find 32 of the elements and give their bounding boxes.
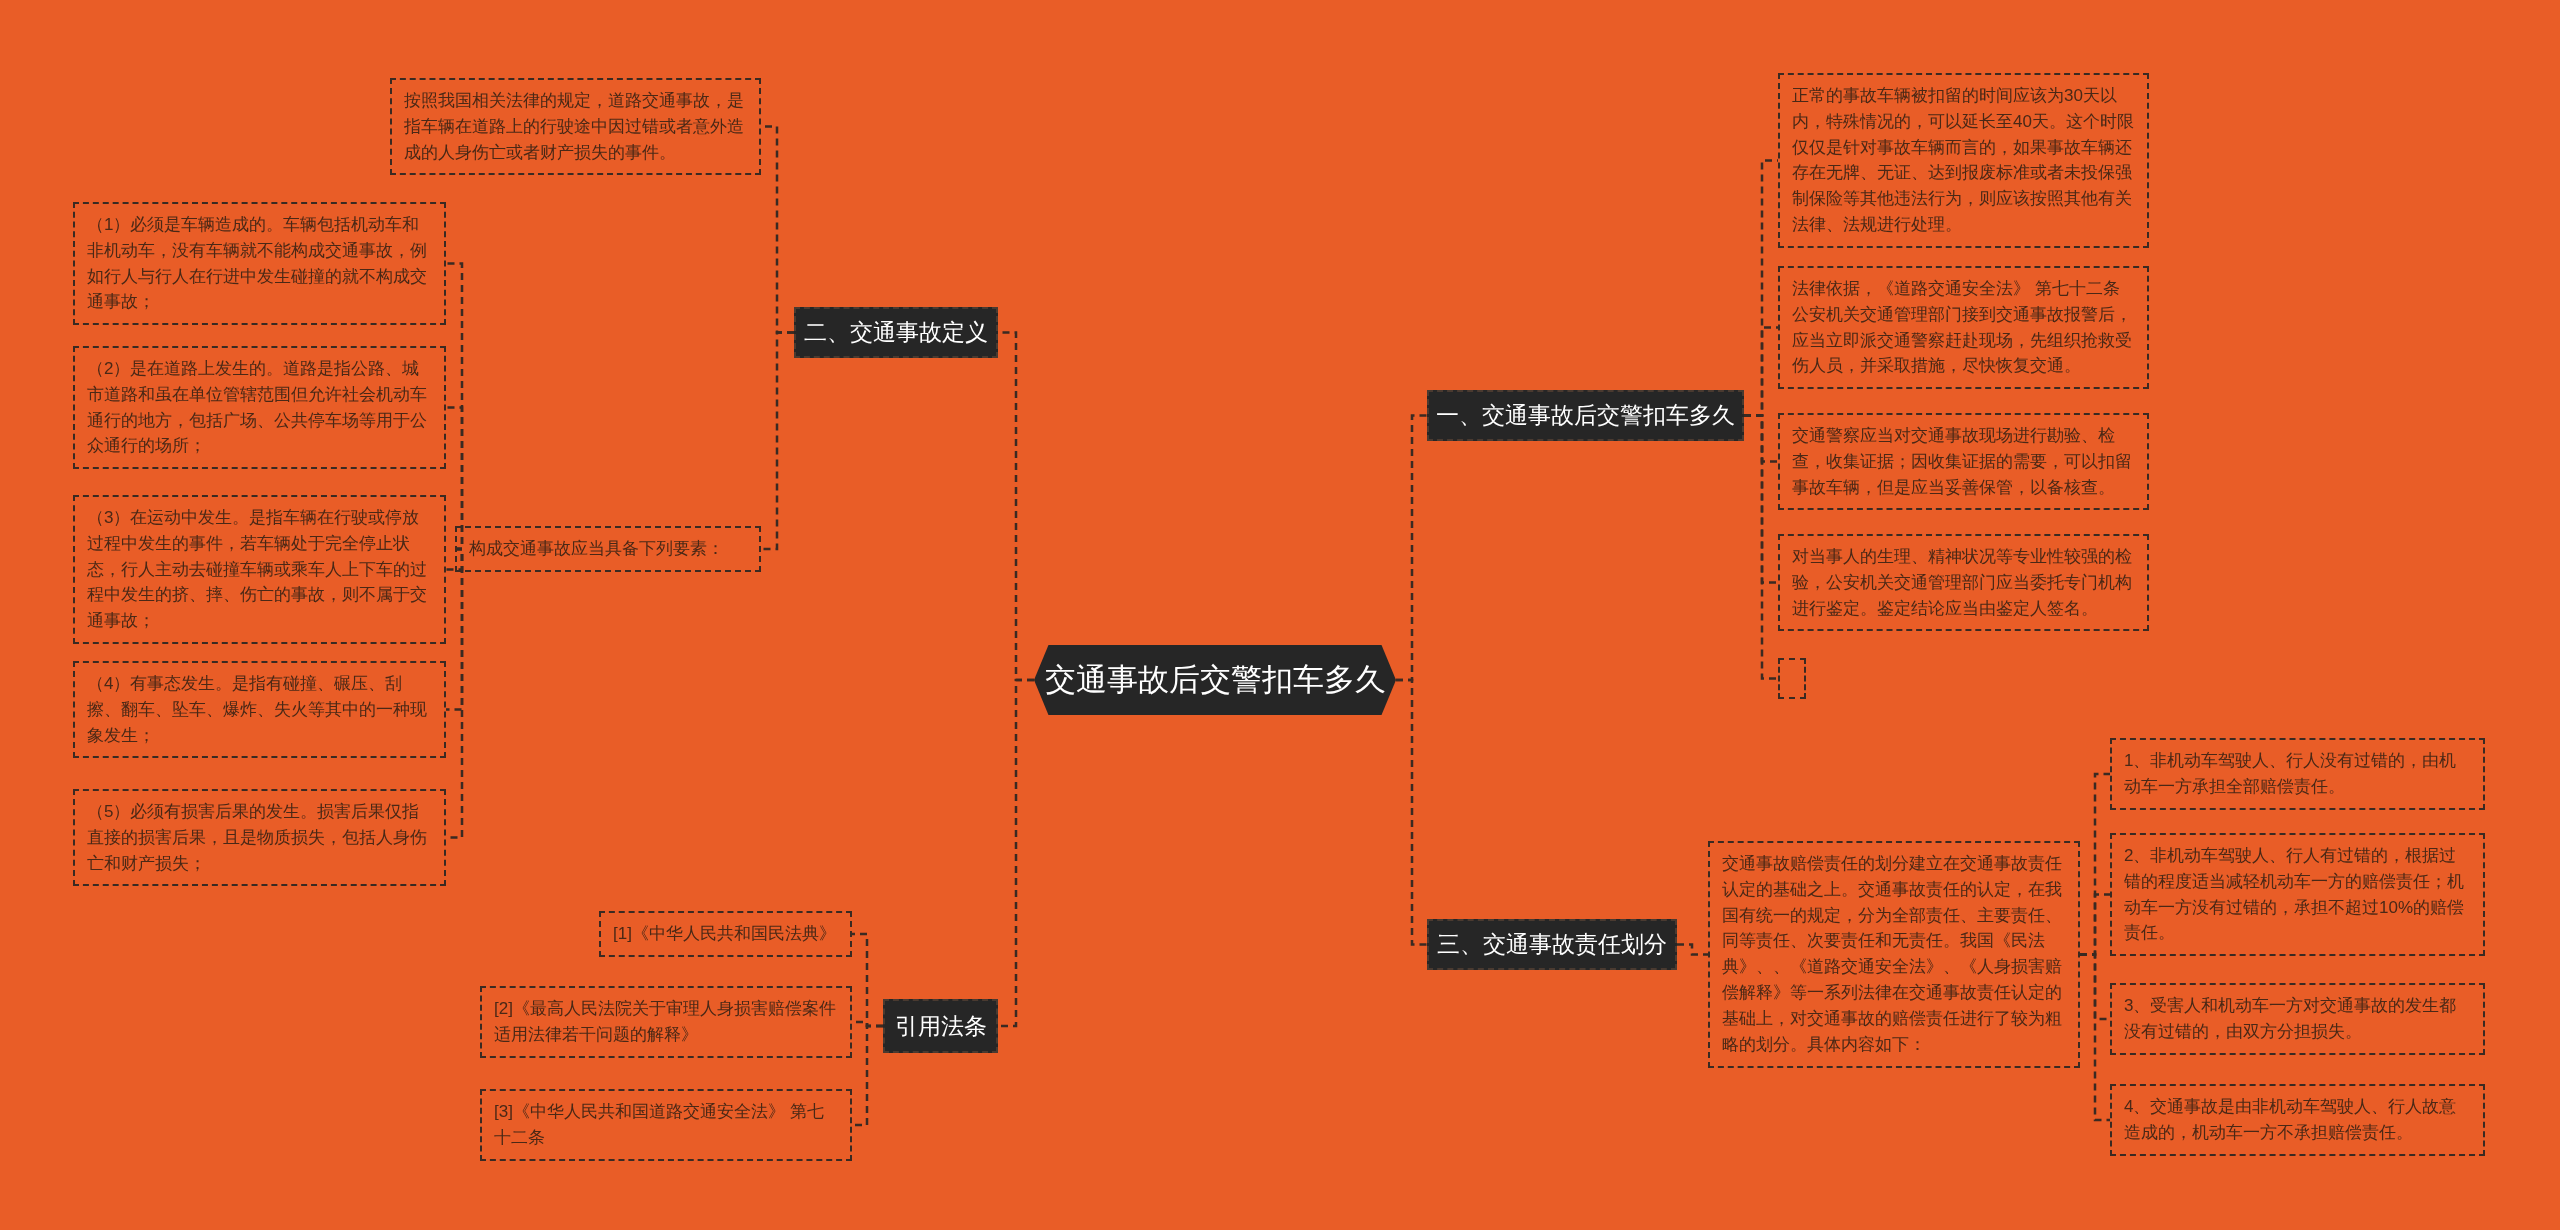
connector bbox=[998, 678, 1034, 1028]
connector bbox=[1677, 943, 1708, 956]
topic-box: 引用法条 bbox=[883, 999, 998, 1053]
note-box: 交通事故赔偿责任的划分建立在交通事故责任认定的基础之上。交通事故责任的认定，在我国有统一的规定，分为全部责任、主要责任、同等责任、次要责任和无责任。我国《民法典》、、《道路交通安全法》、《人身损害赔偿解释》等一系列法律在交通事故责任认定的基础上，对交通事故的赔偿责任进行了较为粗略的划分。具体内容如下： bbox=[1708, 841, 2080, 1068]
note-box: [1]《中华人民共和国民法典》 bbox=[599, 911, 852, 957]
topic-box: 一、交通事故后交警扣车多久 bbox=[1427, 390, 1744, 441]
note-box: 法律依据，《道路交通安全法》 第七十二条公安机关交通管理部门接到交通事故报警后，应当立即派交通警察赶赴现场，先组织抢救受伤人员，并采取措施，尽快恢复交通。 bbox=[1778, 266, 2149, 390]
note-box: 3、受害人和机动车一方对交通事故的发生都没有过错的，由双方分担损失。 bbox=[2110, 983, 2485, 1055]
connector bbox=[1744, 414, 1778, 680]
note-box: 1、非机动车驾驶人、行人没有过错的，由机动车一方承担全部赔偿责任。 bbox=[2110, 738, 2485, 810]
note-box: [2]《最高人民法院关于审理人身损害赔偿案件适用法律若干问题的解释》 bbox=[480, 986, 852, 1058]
note-box: 正常的事故车辆被扣留的时间应该为30天以内，特殊情况的，可以延长至40天。这个时限仅仅是针对事故车辆而言的，如果事故车辆还存在无牌、无证、达到报废标准或者未投保强制保险等其他违法行为，则应该按照其他有关法律、法规进行处理。 bbox=[1778, 73, 2149, 248]
connector bbox=[761, 331, 794, 551]
note-box: （5）必须有损害后果的发生。损害后果仅指直接的损害后果，且是物质损失，包括人身伤亡和财产损失； bbox=[73, 789, 446, 887]
connector bbox=[1396, 678, 1427, 946]
topic-box: 二、交通事故定义 bbox=[794, 307, 998, 358]
note-box: （1）必须是车辆造成的。车辆包括机动车和非机动车，没有车辆就不能构成交通事故，例如行人与行人在行进中发生碰撞的就不构成交通事故； bbox=[73, 202, 446, 326]
note-box: 交通警察应当对交通事故现场进行勘验、检查，收集证据；因收集证据的需要，可以扣留事故车辆，但是应当妥善保管，以备核查。 bbox=[1778, 413, 2149, 511]
topic-box: 三、交通事故责任划分 bbox=[1427, 919, 1677, 970]
note-box: 对当事人的生理、精神状况等专业性较强的检验，公安机关交通管理部门应当委托专门机构进行鉴定。鉴定结论应当由鉴定人签名。 bbox=[1778, 534, 2149, 632]
empty-box bbox=[1778, 658, 1806, 699]
connector bbox=[2080, 953, 2110, 1122]
connector bbox=[852, 1024, 883, 1127]
note-box: [3]《中华人民共和国道路交通安全法》 第七十二条 bbox=[480, 1089, 852, 1161]
note-box: 构成交通事故应当具备下列要素： bbox=[455, 526, 761, 572]
note-box: 2、非机动车驾驶人、行人有过错的，根据过错的程度适当减轻机动车一方的赔偿责任；机动车一方没有过错的，承担不超过10%的赔偿责任。 bbox=[2110, 833, 2485, 957]
note-box: 4、交通事故是由非机动车驾驶人、行人故意造成的，机动车一方不承担赔偿责任。 bbox=[2110, 1084, 2485, 1156]
note-box: （3）在运动中发生。是指车辆在行驶或停放过程中发生的事件，若车辆处于完全停止状态，行人主动去碰撞车辆或乘车人上下车的过程中发生的挤、摔、伤亡的事故，则不属于交通事故； bbox=[73, 495, 446, 645]
note-box: （4）有事态发生。是指有碰撞、碾压、刮擦、翻车、坠车、爆炸、失火等其中的一种现象发生； bbox=[73, 661, 446, 759]
note-box: （2）是在道路上发生的。道路是指公路、城市道路和虽在单位管辖范围但允许社会机动车通行的地方，包括广场、公共停车场等用于公众通行的场所； bbox=[73, 346, 446, 470]
central-topic: 交通事故后交警扣车多久 bbox=[1034, 645, 1396, 715]
note-box: 按照我国相关法律的规定，道路交通事故，是指车辆在道路上的行驶途中因过错或者意外造成的人身伤亡或者财产损失的事件。 bbox=[390, 78, 761, 176]
